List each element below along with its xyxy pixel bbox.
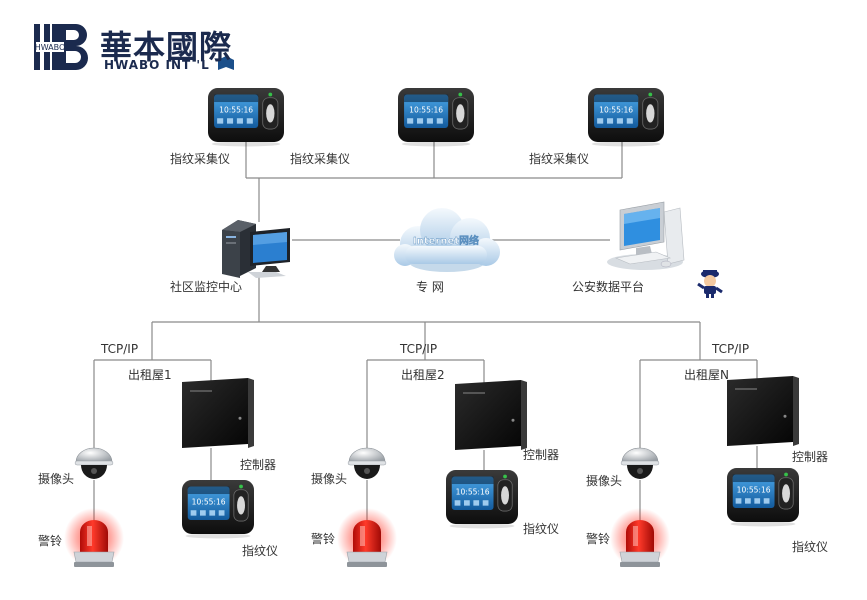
alarm-light-icon [337,508,397,568]
branch-fingerprint-device: 10:55:16 [727,468,799,527]
protocol-label-3: TCP/IP [712,342,750,356]
protocol-label-1: TCP/IP [101,342,139,356]
brand-name-cn: 華本國際 [100,28,233,66]
brand-logo-mark: HWABO [34,24,234,70]
controller-box-icon [727,376,799,446]
logo-mark-text: HWABO [35,43,66,52]
top-fingerprint-device-1: 10:55:16 [208,88,284,147]
top-device-label-3: 指纹采集仪 [529,152,590,166]
device-clock-text: 10:55:16 [192,497,226,506]
monitoring-center-label: 社区监控中心 [170,280,243,294]
camera-label-2: 摄像头 [311,472,348,486]
device-clock-text: 10:55:16 [737,485,771,494]
internet-cloud-icon: Internet网络 [394,208,500,272]
branch-1: 10:55:16 [64,378,254,568]
controller-box-icon [455,380,527,450]
house-label-2: 出租屋2 [401,368,445,382]
top-fingerprint-device-2: 10:55:16 [398,88,474,147]
alarm-light-icon [64,508,124,568]
protocol-label-2: TCP/IP [400,342,438,356]
police-officer-icon [697,270,723,298]
device-clock-text: 10:55:16 [409,105,443,114]
alarm-light-icon [610,508,670,568]
camera-icon [347,447,387,479]
branch-fingerprint-device: 10:55:16 [446,470,518,529]
camera-label-3: 摄像头 [586,474,623,488]
police-platform-computer-icon [607,201,685,270]
monitoring-center-computer-icon [222,220,290,278]
top-device-label-1: 指纹采集仪 [170,152,231,166]
book-icon [218,56,234,70]
fp-label-1: 指纹仪 [242,544,279,558]
device-clock-text: 10:55:16 [456,487,490,496]
fp-label-3: 指纹仪 [792,540,829,554]
device-clock-text: 10:55:16 [219,105,253,114]
alarm-label-2: 警铃 [311,532,336,546]
connection-lines [93,142,758,525]
alarm-label-3: 警铃 [586,532,611,546]
controller-label-3: 控制器 [792,450,829,464]
camera-icon [620,447,660,479]
brand-name-en: HWABO INT 'L [104,58,210,72]
house-label-3: 出租屋N [684,368,729,382]
controller-box-icon [182,378,254,448]
device-clock-text: 10:55:16 [599,105,633,114]
top-device-label-2: 指纹采集仪 [290,152,351,166]
camera-label-1: 摄像头 [38,472,75,486]
branch-2: 10:55:16 [337,380,527,568]
branch-fingerprint-device: 10:55:16 [182,480,254,539]
cloud-text: Internet网络 [413,234,479,247]
private-network-label: 专 网 [416,280,444,294]
controller-label-2: 控制器 [523,448,560,462]
alarm-label-1: 警铃 [38,534,63,548]
controller-label-1: 控制器 [240,458,277,472]
branch-3: 10:55:16 [610,376,799,568]
fingerprint-devices: 10:55:16 10:55:16 10:55:16 [208,88,664,147]
police-platform-label: 公安数据平台 [572,280,645,294]
top-fingerprint-device-3: 10:55:16 [588,88,664,147]
house-label-1: 出租屋1 [128,368,172,382]
fp-label-2: 指纹仪 [523,522,560,536]
camera-icon [74,447,114,479]
rental-house-branches: 10:55:16 10:55:16 10:55:16 [64,376,799,568]
